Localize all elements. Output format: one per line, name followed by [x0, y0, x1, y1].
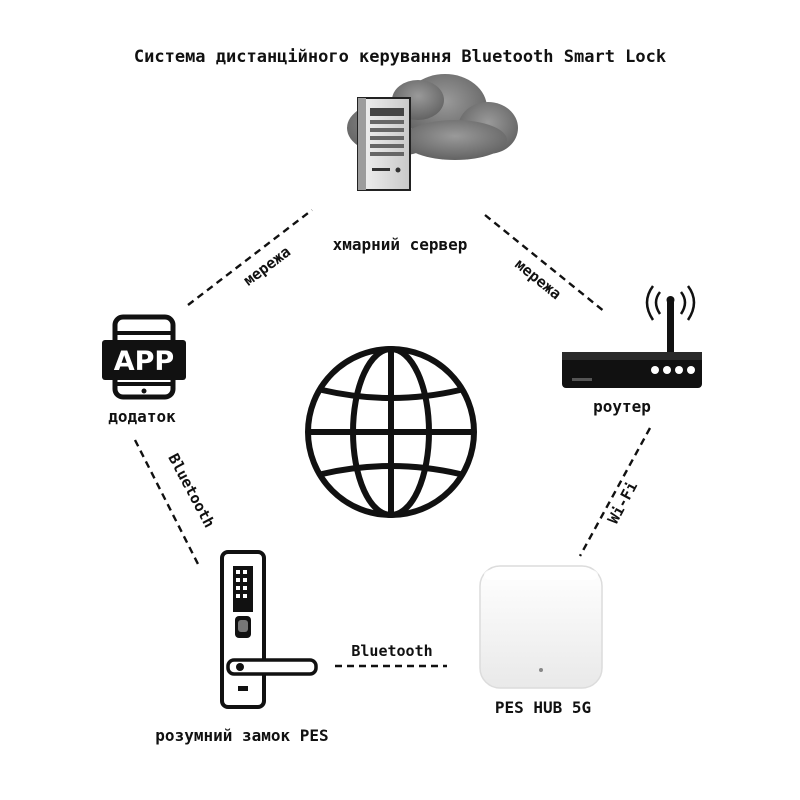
hub-icon: [479, 565, 603, 689]
smart-lock-label: розумний замок PES: [155, 726, 328, 745]
smart-lock-icon: [220, 550, 318, 709]
link-server-router: [484, 214, 606, 313]
link-app-server-label: мережа: [240, 243, 294, 290]
cloud-server-icon: [347, 74, 518, 191]
server-icon: [357, 97, 411, 191]
smartphone-app-icon: [102, 314, 186, 400]
link-router-hub: [578, 427, 652, 557]
link-app-lock-label: Bluetooth: [164, 451, 218, 531]
app-badge: APP: [114, 346, 174, 377]
globe-icon: [305, 346, 477, 518]
link-app-server: [187, 209, 313, 306]
diagram-title: Система дистанційного керування Bluetoot…: [134, 47, 666, 67]
app-label: додаток: [108, 407, 176, 426]
hub-label: PES HUB 5G: [495, 698, 591, 717]
link-server-router-label: мережа: [511, 255, 564, 303]
cloud-server-label: хмарний сервер: [333, 235, 468, 254]
router-label: роутер: [593, 397, 651, 416]
router-icon: [562, 285, 702, 388]
link-lock-hub-label: Bluetooth: [351, 642, 432, 660]
